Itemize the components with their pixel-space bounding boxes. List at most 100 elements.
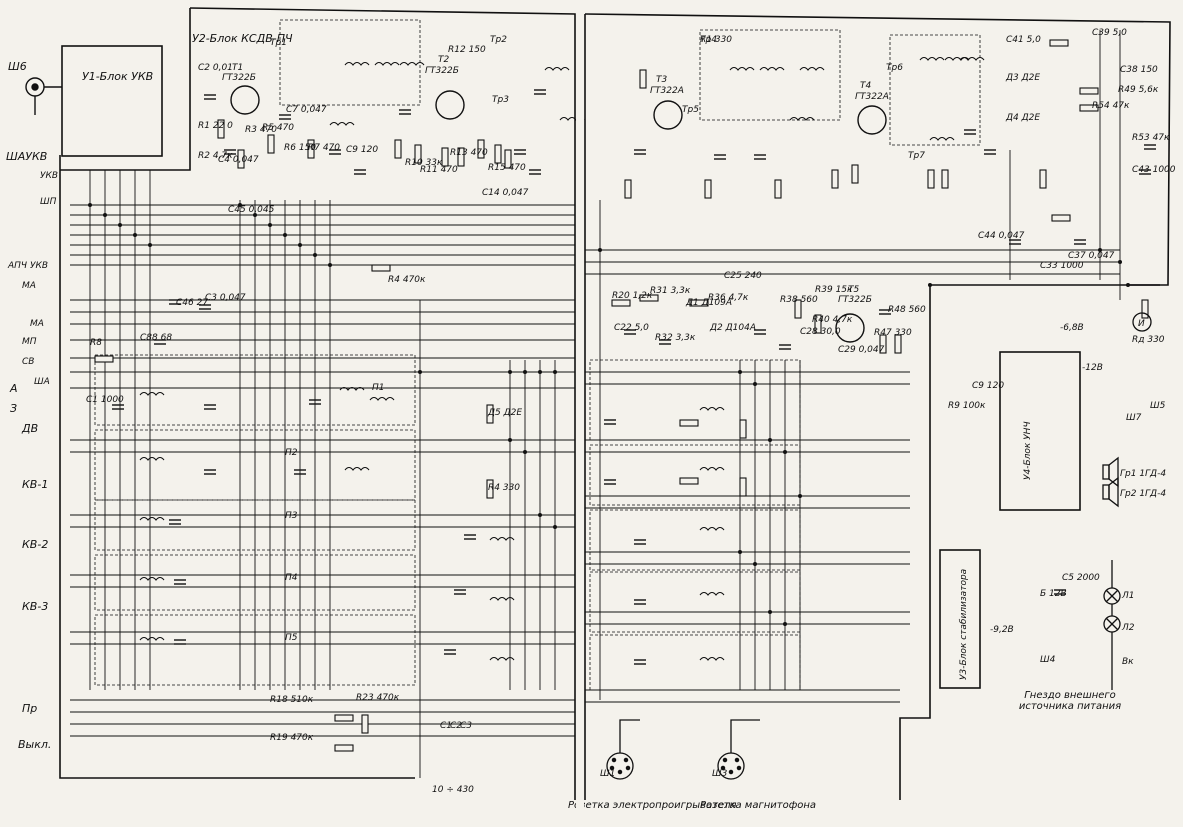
t4-type: ГТ322А (855, 92, 889, 102)
component-label: С1 (440, 721, 452, 731)
bus-lines-left (70, 170, 575, 778)
component-label: Д2 Д104А (709, 323, 756, 333)
component-label: R39 15к (815, 285, 853, 295)
component-label: С2 (450, 721, 462, 731)
coil (799, 66, 825, 71)
junction-dot (553, 370, 557, 374)
resistor (394, 139, 402, 159)
left-label: ШАУКВ (6, 150, 47, 163)
resistor (851, 164, 859, 184)
resistor (494, 144, 502, 164)
left-label: З (10, 402, 17, 415)
resistor (504, 149, 512, 169)
u1-block: У1-Блок УКВ (61, 45, 163, 157)
resistor (794, 299, 802, 319)
band-switch-labels: П1 П2 П3 П4 П5 (285, 383, 385, 643)
resistor (639, 69, 647, 89)
component-label: R20 1,2к (612, 291, 653, 301)
component-label: С5 2000 (1062, 573, 1100, 583)
component-label: С45 0,045 (228, 205, 275, 215)
component-label: С2 0,01 (198, 63, 233, 73)
left-label: Ш6 (8, 60, 27, 73)
component-label: Вк (1122, 657, 1134, 667)
component-label: И (1138, 319, 1145, 329)
coil (399, 61, 425, 66)
component-label: С14 0,047 (482, 188, 529, 198)
junction-dot (328, 263, 332, 267)
coil (374, 61, 400, 66)
component-label: Ш5 (1150, 401, 1166, 411)
junction-dot (783, 622, 787, 626)
sh1-label: Ш1 (600, 769, 615, 779)
junction-dot (1118, 260, 1122, 264)
component-label: R40 4,7к (812, 315, 853, 325)
band-switch-label: П3 (285, 511, 298, 521)
u4-block: У4-Блок УНЧ (999, 351, 1081, 511)
t5-type: ГТ322Б (838, 295, 872, 305)
component-label: R15 470 (488, 163, 526, 173)
component-label: С29 0,047 (838, 345, 885, 355)
resistor (814, 314, 822, 334)
component-label: R4 330 (488, 483, 520, 493)
din-socket-icon (606, 719, 760, 780)
component-label: Д1 Д109А (685, 298, 732, 308)
left-label: МП (22, 337, 37, 347)
left-label: ДВ (21, 422, 38, 435)
resistor (486, 404, 494, 424)
resistor (237, 149, 245, 169)
u1-label: У1-Блок УКВ (82, 70, 153, 83)
coil (139, 576, 165, 581)
junction-dot (508, 438, 512, 442)
resistor (267, 134, 275, 154)
sh1-caption: Розетка электропроигрывателя (568, 800, 737, 811)
band-switch-label: П1 (372, 383, 385, 393)
component-label: С7 0,047 (286, 105, 327, 115)
resistor (477, 139, 485, 159)
resistor (1079, 87, 1099, 95)
component-label: С37 0,047 (1068, 251, 1115, 261)
left-label: МА (30, 319, 44, 329)
coil (369, 396, 395, 401)
component-label: R53 47к (1132, 133, 1170, 143)
junction-dot (298, 243, 302, 247)
coil (489, 656, 515, 661)
resistor-group (94, 39, 1149, 752)
band-switch-label: П4 (285, 573, 298, 583)
junction-dot (553, 525, 557, 529)
left-label: Пр (22, 702, 37, 715)
component-label: С41 5,0 (1006, 35, 1041, 45)
resistor (739, 477, 747, 497)
ext-power-caption-box: Гнездо внешнего источника питания (1019, 690, 1121, 712)
component-label: R8 (90, 338, 102, 348)
component-label: Гр2 1ГД-4 (1120, 489, 1166, 499)
lamp-icon (1103, 560, 1121, 690)
component-label: R23 470к (356, 693, 400, 703)
junction-dot (538, 370, 542, 374)
component-label: Rд 330 (1132, 335, 1165, 345)
junction-dot (768, 610, 772, 614)
t1-type: ГТ322Б (222, 73, 256, 83)
resistor (679, 419, 699, 427)
component-label: Гр1 1ГД-4 (1120, 469, 1166, 479)
resistor (94, 355, 114, 363)
left-label: ША (34, 377, 50, 387)
component-label: С3 0,047 (205, 293, 246, 303)
component-label: Тр6 (886, 63, 903, 73)
junction-dot (523, 370, 527, 374)
socket-captions: Ш1 Розетка электропроигрывателя Ш3 Розет… (568, 769, 816, 811)
component-label: 10 ÷ 430 (432, 785, 474, 795)
u4-label: У4-Блок УНЧ (1023, 421, 1033, 480)
junction-dot (418, 370, 422, 374)
coil (759, 66, 785, 71)
t5-name: Т5 (848, 285, 859, 295)
junction-dot (928, 283, 932, 287)
left-label: УКВ (40, 171, 58, 181)
left-label: МА (22, 281, 36, 291)
meter-icon (1132, 312, 1152, 332)
component-label: R6 150 (284, 143, 316, 153)
resistor (739, 419, 747, 439)
u2-label: У2-Блок КСДВ-ПЧ (192, 32, 293, 45)
junction-dot (253, 213, 257, 217)
u3-label: У3-Блок стабилизатора (959, 569, 969, 680)
